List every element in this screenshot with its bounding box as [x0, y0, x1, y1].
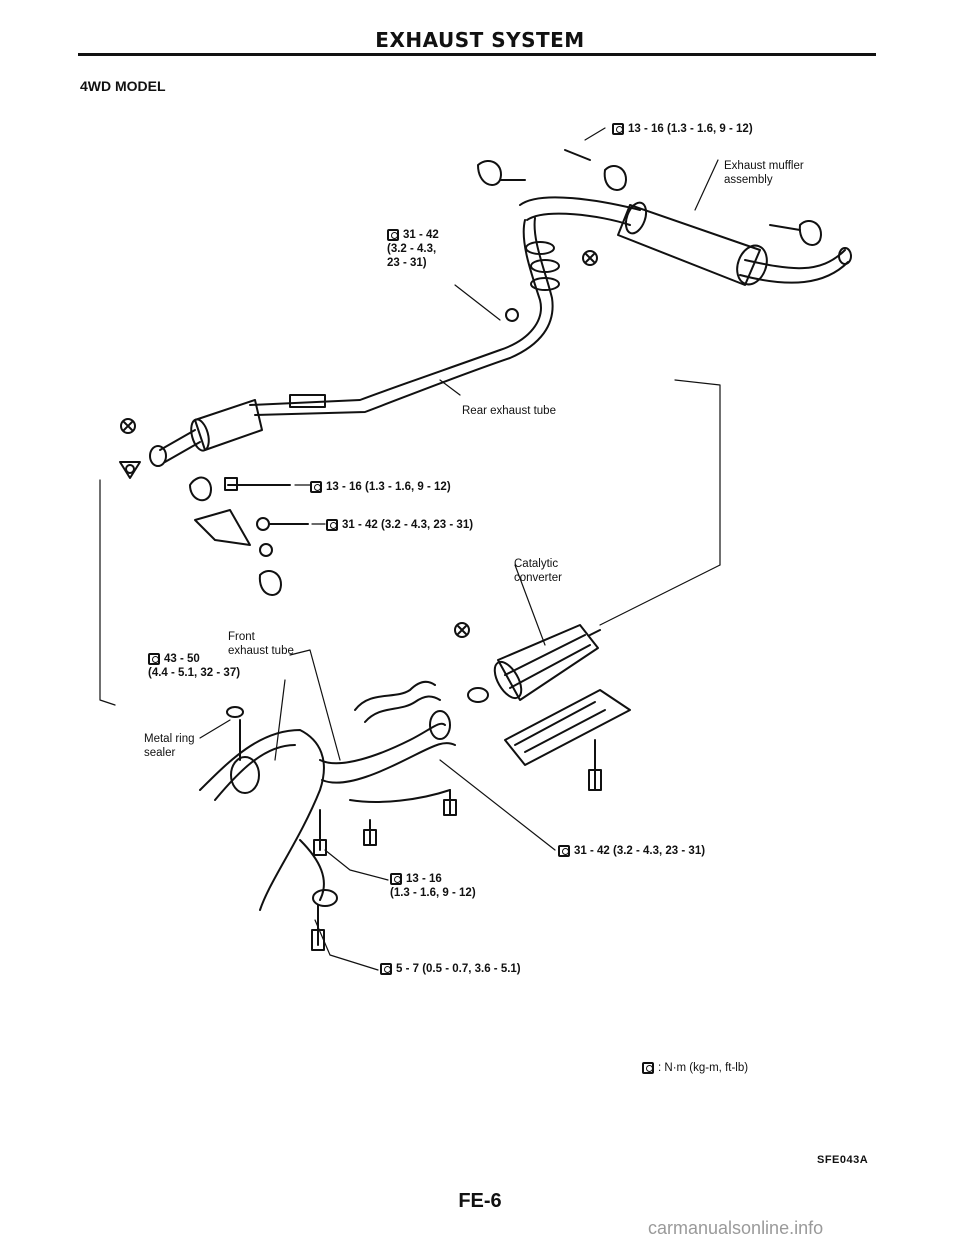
torque-legend: : N·m (kg-m, ft-lb)	[642, 1061, 748, 1075]
torque-icon	[558, 845, 570, 857]
rear-exhaust-tube	[249, 217, 560, 416]
center-muffler	[119, 399, 263, 479]
figure-code: SFE043A	[817, 1154, 869, 1166]
header-rule	[78, 53, 876, 56]
label-cat-torque: 31 - 42 (3.2 - 4.3, 23 - 31)	[558, 844, 705, 858]
mid-hardware	[189, 476, 309, 596]
watermark: carmanualsonline.info	[648, 1218, 824, 1238]
label-metal-ring-sealer: Metal ring sealer	[144, 733, 195, 759]
model-heading: 4WD MODEL	[80, 78, 166, 94]
label-muffler-torque: 13 - 16 (1.3 - 1.6, 9 - 12)	[612, 122, 753, 136]
torque-icon	[387, 229, 399, 241]
page-title: EXHAUST SYSTEM	[375, 28, 585, 52]
torque-icon	[390, 873, 402, 885]
torque-icon	[380, 963, 392, 975]
label-lower-torque-2: 5 - 7 (0.5 - 0.7, 3.6 - 5.1)	[380, 962, 521, 976]
label-mid-torque-2: 31 - 42 (3.2 - 4.3, 23 - 31)	[326, 518, 473, 532]
torque-icon	[612, 123, 624, 135]
label-catalytic-converter: Catalytic converter	[514, 558, 562, 584]
torque-icon	[310, 481, 322, 493]
label-rear-exhaust-tube: Rear exhaust tube	[462, 405, 556, 417]
torque-icon	[148, 653, 160, 665]
label-lower-torque-1: 13 - 16 (1.3 - 1.6, 9 - 12)	[390, 873, 476, 899]
torque-icon	[326, 519, 338, 531]
heat-shield	[504, 689, 631, 791]
label-front-torque: 43 - 50 (4.4 - 5.1, 32 - 37)	[148, 653, 241, 679]
leader-lines	[99, 127, 721, 971]
top-hardware	[477, 149, 822, 322]
label-mid-torque-1: 13 - 16 (1.3 - 1.6, 9 - 12)	[310, 480, 451, 494]
catalytic-converter	[454, 250, 601, 703]
label-front-exhaust-tube: Front exhaust tube	[228, 631, 294, 657]
torque-icon	[642, 1062, 654, 1074]
front-exhaust-tube	[199, 680, 457, 951]
exhaust-muffler	[519, 196, 852, 286]
label-exhaust-muffler: Exhaust muffler assembly	[724, 160, 804, 186]
page-number: FE-6	[458, 1190, 502, 1212]
label-hanger-torque: 31 - 42 (3.2 - 4.3, 23 - 31)	[387, 229, 439, 269]
